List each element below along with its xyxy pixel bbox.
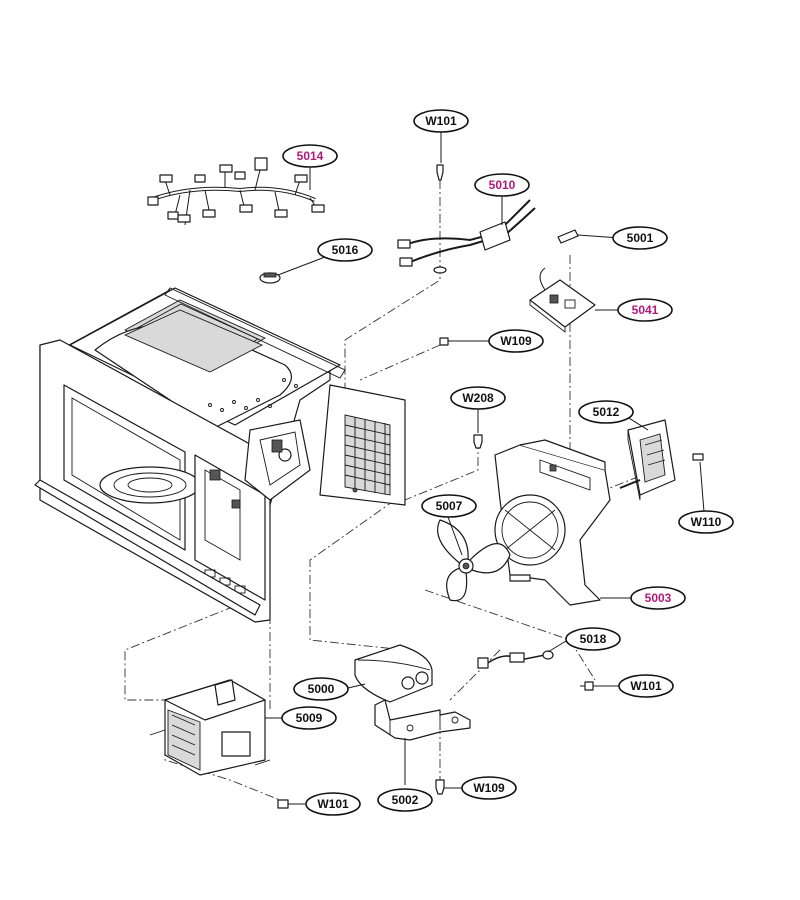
vent-holes — [208, 378, 298, 412]
callout-label: W101 — [317, 797, 349, 811]
callout-label: 5007 — [436, 499, 463, 513]
callout-label: 5012 — [593, 405, 620, 419]
callout-label: 5009 — [296, 711, 323, 725]
callout-w208: W208 — [450, 386, 506, 410]
sensor-cable — [477, 650, 554, 669]
callout-w110: W110 — [678, 510, 734, 534]
callout-label: 5014 — [297, 149, 324, 163]
callout-5012: 5012 — [578, 400, 634, 424]
fan-motor — [619, 419, 676, 501]
callout-label: 5016 — [332, 243, 359, 257]
callout-label: W101 — [425, 114, 457, 128]
mesh-grid — [344, 417, 391, 494]
callout-5002: 5002 — [377, 788, 433, 812]
callout-label: W101 — [630, 679, 662, 693]
callout-w101-mid: W101 — [618, 674, 674, 698]
callout-label: W110 — [691, 515, 722, 529]
callout-label: 5000 — [308, 682, 335, 696]
callout-5010: 5010 — [474, 173, 530, 197]
callout-5009: 5009 — [281, 706, 337, 730]
callout-label: 5010 — [489, 178, 516, 192]
screw-icon — [580, 681, 594, 691]
fuse — [557, 229, 579, 244]
fan-blade-icon — [437, 519, 511, 602]
callout-5000: 5000 — [293, 677, 349, 701]
callout-label: W208 — [462, 391, 494, 405]
callout-5041: 5041 — [617, 298, 673, 322]
callout-5016: 5016 — [317, 238, 373, 262]
magnetron — [149, 679, 271, 776]
callout-label: 5041 — [632, 303, 659, 317]
screw-icon — [473, 434, 483, 449]
callout-w101-top: W101 — [413, 109, 469, 133]
screw-icon — [436, 164, 444, 181]
callout-label: 5003 — [645, 591, 672, 605]
screw-icon — [692, 453, 704, 461]
callout-label: 5018 — [580, 632, 607, 646]
callout-label: W109 — [500, 334, 532, 348]
power-cord — [397, 199, 536, 274]
circuit-board — [529, 267, 596, 333]
callout-w101-bottom: W101 — [305, 792, 361, 816]
callout-5003: 5003 — [630, 586, 686, 610]
leader-lines — [265, 131, 705, 805]
callout-label: W109 — [473, 781, 505, 795]
callout-5007: 5007 — [421, 494, 477, 518]
callout-5018: 5018 — [565, 627, 621, 651]
callout-5001: 5001 — [612, 226, 668, 250]
callout-label: 5001 — [627, 231, 654, 245]
fan-bracket — [494, 439, 611, 606]
callout-w109-bottom: W109 — [461, 776, 517, 800]
capacitor — [354, 644, 433, 703]
screw-icon — [435, 779, 445, 795]
thermostat — [259, 272, 281, 284]
wire-harness-icon — [147, 157, 325, 226]
microwave-chassis — [34, 287, 406, 623]
callout-w109-top: W109 — [488, 329, 544, 353]
capacitor-bracket — [374, 699, 471, 741]
screw-icon — [439, 337, 460, 346]
callout-5014: 5014 — [282, 144, 338, 168]
callout-label: 5002 — [392, 793, 419, 807]
